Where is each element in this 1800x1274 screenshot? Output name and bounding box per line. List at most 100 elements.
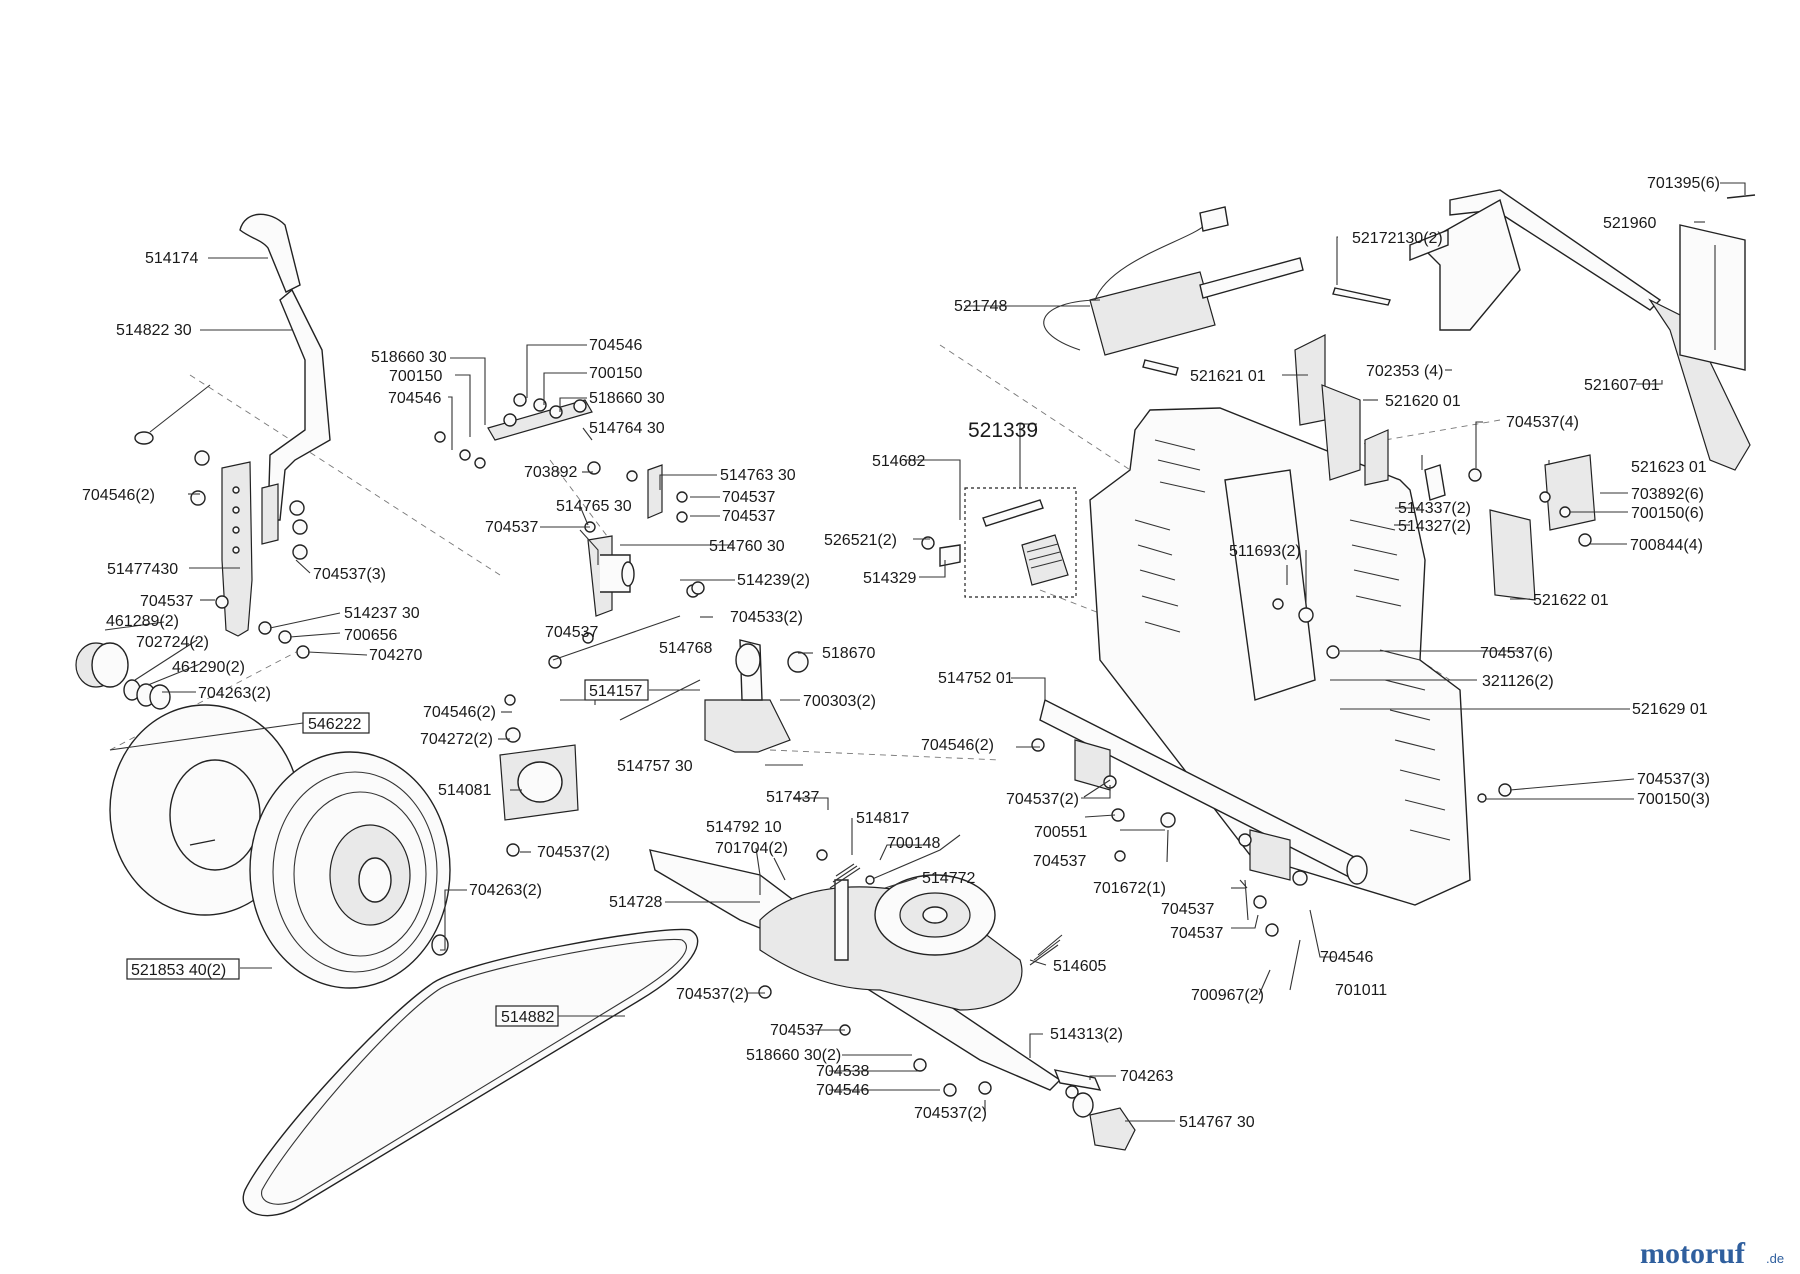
label-704537-2-c: 704537(2) xyxy=(914,1105,987,1122)
lever-bracket xyxy=(221,461,279,637)
label-700150-3: 700150(3) xyxy=(1637,791,1710,808)
label-704546-c: 704546 xyxy=(816,1082,869,1099)
label-518660-30-a: 518660 30 xyxy=(371,349,447,366)
label-514822-30: 514822 30 xyxy=(116,322,192,339)
wheel-front xyxy=(249,751,451,989)
label-514327-2: 514327(2) xyxy=(1398,518,1471,535)
label-704537-c: 704537 xyxy=(722,508,775,525)
label-700150-a: 700150 xyxy=(389,368,442,385)
linkage-plates xyxy=(487,399,663,617)
label-526521-2: 526521(2) xyxy=(824,532,897,549)
label-514174: 514174 xyxy=(145,250,198,267)
label-514605: 514605 xyxy=(1053,958,1106,975)
label-704546-b: 704546 xyxy=(589,337,642,354)
switch-group-frame xyxy=(964,487,1077,598)
label-704537-6: 704537(6) xyxy=(1480,645,1553,662)
switch-group xyxy=(921,499,1069,586)
label-514772: 514772 xyxy=(922,870,975,887)
label-704263-2-b: 704263(2) xyxy=(469,882,542,899)
label-514764-30: 514764 30 xyxy=(589,420,665,437)
label-704537-f: 704537 xyxy=(770,1022,823,1039)
label-704537-a: 704537 xyxy=(140,593,193,610)
box-514157 xyxy=(584,679,649,701)
label-704263: 704263 xyxy=(1120,1068,1173,1085)
label-704272-2: 704272(2) xyxy=(420,731,493,748)
label-514239-2: 514239(2) xyxy=(737,572,810,589)
label-700303-2: 700303(2) xyxy=(803,693,876,710)
label-514329: 514329 xyxy=(863,570,916,587)
label-514752-01: 514752 01 xyxy=(938,670,1014,687)
label-704546-d: 704546 xyxy=(1320,949,1373,966)
label-704537-i: 704537 xyxy=(1170,925,1223,942)
label-514763-30: 514763 30 xyxy=(720,467,796,484)
label-514313-2: 514313(2) xyxy=(1050,1026,1123,1043)
label-704533-2: 704533(2) xyxy=(730,609,803,626)
label-514157: 514157 xyxy=(589,683,642,700)
pillow-block xyxy=(499,694,579,857)
label-704546-2-a: 704546(2) xyxy=(82,487,155,504)
plate-521960 xyxy=(1679,224,1746,371)
label-518670: 518670 xyxy=(822,645,875,662)
label-514882: 514882 xyxy=(501,1009,554,1026)
part-labels: 514174 514822 30 704546(2) 51477430 7045… xyxy=(82,175,1720,1131)
label-517437: 517437 xyxy=(766,789,819,806)
label-700656: 700656 xyxy=(344,627,397,644)
label-700551: 700551 xyxy=(1034,824,1087,841)
label-704537-3-a: 704537(3) xyxy=(313,566,386,583)
label-521748: 521748 xyxy=(954,298,1007,315)
label-704537-4: 704537(4) xyxy=(1506,414,1579,431)
label-701395-6: 701395(6) xyxy=(1647,175,1720,192)
label-701704-2: 701704(2) xyxy=(715,840,788,857)
label-514337-2: 514337(2) xyxy=(1398,500,1471,517)
label-461290-2: 461290(2) xyxy=(172,659,245,676)
label-704546-2-c: 704546(2) xyxy=(921,737,994,754)
label-518660-30-b: 518660 30 xyxy=(589,390,665,407)
label-704537-d: 704537 xyxy=(485,519,538,536)
label-518660-30-2: 518660 30(2) xyxy=(746,1047,841,1064)
label-704537-b: 704537 xyxy=(722,489,775,506)
label-521339: 521339 xyxy=(968,419,1038,442)
label-704537-h: 704537 xyxy=(1161,901,1214,918)
logo-text: motoruf xyxy=(1640,1237,1746,1270)
label-700967-2: 700967(2) xyxy=(1191,987,1264,1004)
label-52172130-2: 52172130(2) xyxy=(1352,230,1443,247)
label-514237-30: 514237 30 xyxy=(344,605,420,622)
label-521623-01: 521623 01 xyxy=(1631,459,1707,476)
drawing-artwork xyxy=(75,189,1756,1217)
label-701672-1: 701672(1) xyxy=(1093,880,1166,897)
actuator xyxy=(1043,206,1304,376)
watermark-logo: motoruf .de xyxy=(1640,1237,1784,1270)
label-700148: 700148 xyxy=(887,835,940,852)
label-514757-30: 514757 30 xyxy=(617,758,693,775)
label-514817: 514817 xyxy=(856,810,909,827)
label-461289-2: 461289(2) xyxy=(106,613,179,630)
label-701011: 701011 xyxy=(1335,982,1387,999)
label-511693-2: 511693(2) xyxy=(1229,543,1301,560)
label-704537-2-b: 704537(2) xyxy=(676,986,749,1003)
label-702724-2: 702724(2) xyxy=(136,634,209,651)
label-514081: 514081 xyxy=(438,782,491,799)
transaxle xyxy=(649,849,1136,1151)
label-521620-01: 521620 01 xyxy=(1385,393,1461,410)
shift-lever xyxy=(239,213,331,521)
label-521629-01: 521629 01 xyxy=(1632,701,1708,718)
label-521607-01: 521607 01 xyxy=(1584,377,1660,394)
label-703892-6: 703892(6) xyxy=(1631,486,1704,503)
label-704538: 704538 xyxy=(816,1063,869,1080)
label-521621-01: 521621 01 xyxy=(1190,368,1266,385)
label-700150-b: 700150 xyxy=(589,365,642,382)
frame-panel xyxy=(1089,407,1471,906)
bearing-group xyxy=(75,642,171,710)
label-51477430: 51477430 xyxy=(107,561,178,578)
label-321126-2: 321126(2) xyxy=(1482,673,1554,690)
box-521853 xyxy=(126,958,240,980)
label-704537-e: 704537 xyxy=(545,624,598,641)
label-514792-10: 514792 10 xyxy=(706,819,782,836)
label-546222: 546222 xyxy=(308,716,361,733)
label-514728: 514728 xyxy=(609,894,662,911)
label-704537-3-b: 704537(3) xyxy=(1637,771,1710,788)
label-514768: 514768 xyxy=(659,640,712,657)
label-700844-4: 700844(4) xyxy=(1630,537,1703,554)
label-704537-2-d: 704537(2) xyxy=(1006,791,1079,808)
